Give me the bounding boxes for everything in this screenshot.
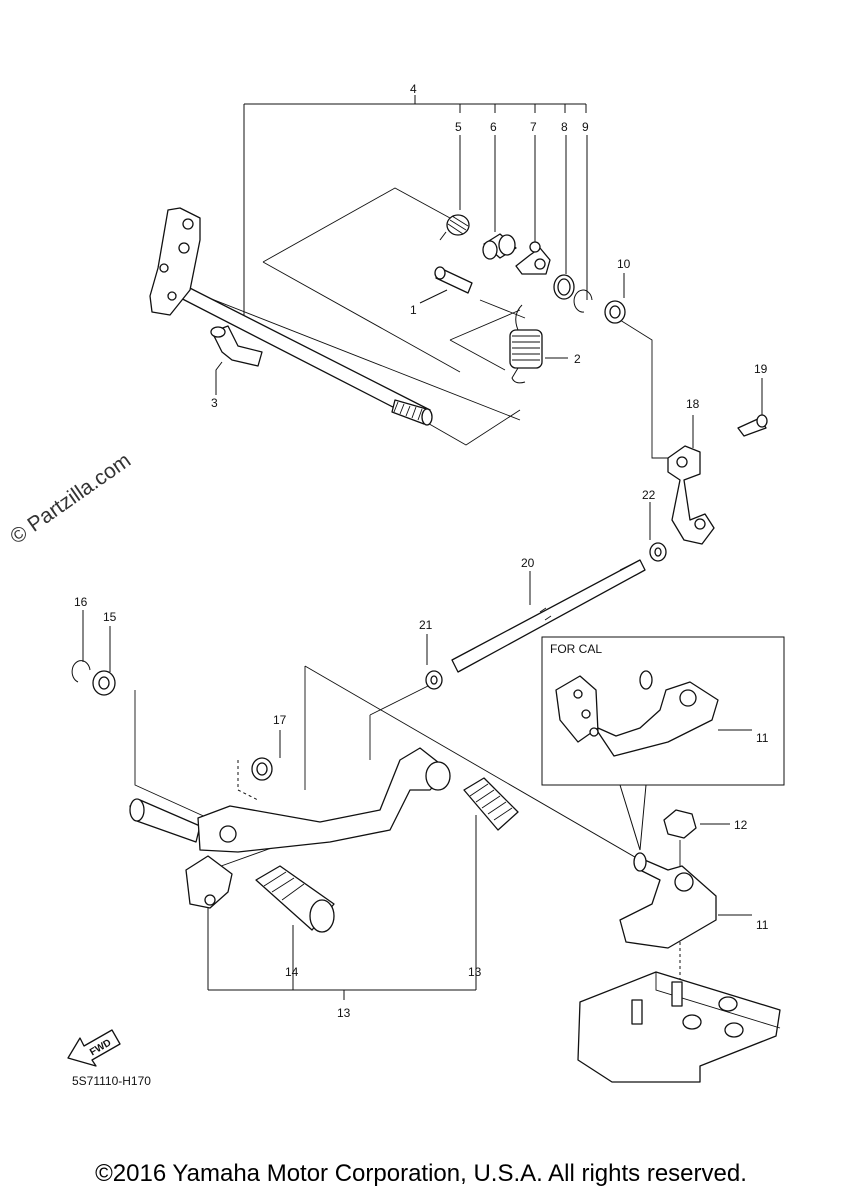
- lever-part-7: [515, 241, 551, 275]
- pin-part-1: [434, 266, 473, 294]
- callout-20: 19: [754, 362, 768, 376]
- callout-10: 10: [617, 257, 631, 271]
- callout-12: 12: [734, 818, 748, 832]
- callout-3: 3: [211, 396, 218, 410]
- callout-1: 1: [410, 303, 417, 317]
- callout-2: 2: [574, 352, 581, 366]
- bolt-part-3: [210, 325, 263, 367]
- pedal-rubber-part-14: [463, 777, 519, 831]
- shift-rod-part-21: [451, 559, 646, 673]
- callout-6: 6: [490, 120, 497, 134]
- callout-9: 9: [582, 120, 589, 134]
- callout-23: 22: [642, 488, 656, 502]
- shift-arm-plate: [149, 207, 201, 316]
- copyright: ©2016 Yamaha Motor Corporation, U.S.A. A…: [95, 1160, 747, 1187]
- nut-part-22: [425, 670, 443, 690]
- bolt-part-20: [737, 414, 768, 437]
- footrest-base: [577, 971, 781, 1083]
- assembly-guides: [134, 187, 681, 980]
- inset-for-cal: [541, 636, 785, 851]
- washer-part-10: [604, 300, 626, 324]
- callout-14: 13: [468, 965, 482, 979]
- callout-4: 4: [410, 82, 417, 96]
- shift-pedal: [129, 747, 451, 909]
- spring-part-5: [439, 214, 470, 241]
- callout-7: 7: [530, 120, 537, 134]
- callout-21: 20: [521, 556, 535, 570]
- callout-labels: 4 5 6 7 8 9 10 1 2 3 19 18 22 20 16 15 2…: [72, 82, 769, 1088]
- spring-part-2: [509, 304, 543, 384]
- callout-5: 5: [455, 120, 462, 134]
- shift-shaft: [164, 276, 433, 426]
- callout-19: 18: [686, 397, 700, 411]
- callout-18: 17: [273, 713, 287, 727]
- nut-part-23: [649, 542, 667, 562]
- inset-label: FOR CAL: [550, 642, 602, 656]
- callout-11: 11: [756, 918, 769, 932]
- circlip-part-9: [573, 289, 593, 313]
- washer-part-16: [92, 670, 116, 696]
- collar-part-6: [482, 233, 517, 260]
- washer-part-18: [251, 757, 273, 781]
- callout-8: 8: [561, 120, 568, 134]
- shift-arm-part-19: [667, 445, 715, 545]
- callout-11-inset: 11: [756, 731, 769, 745]
- bracket-part-11: [619, 852, 717, 949]
- callout-lines: [82, 95, 763, 1000]
- callout-15: 14: [285, 965, 299, 979]
- diagram-code: 5S71110-H170: [72, 1074, 151, 1088]
- callout-17: 16: [74, 595, 88, 609]
- callout-13: 13: [337, 1006, 351, 1020]
- callout-22: 21: [419, 618, 433, 632]
- fwd-arrow-icon: [67, 1029, 121, 1067]
- washer-part-8: [553, 274, 575, 300]
- pedal-rubber-part-15: [255, 865, 335, 933]
- callout-16: 15: [103, 610, 117, 624]
- bolt-part-12: [663, 809, 697, 839]
- circlip-part-17: [71, 660, 91, 683]
